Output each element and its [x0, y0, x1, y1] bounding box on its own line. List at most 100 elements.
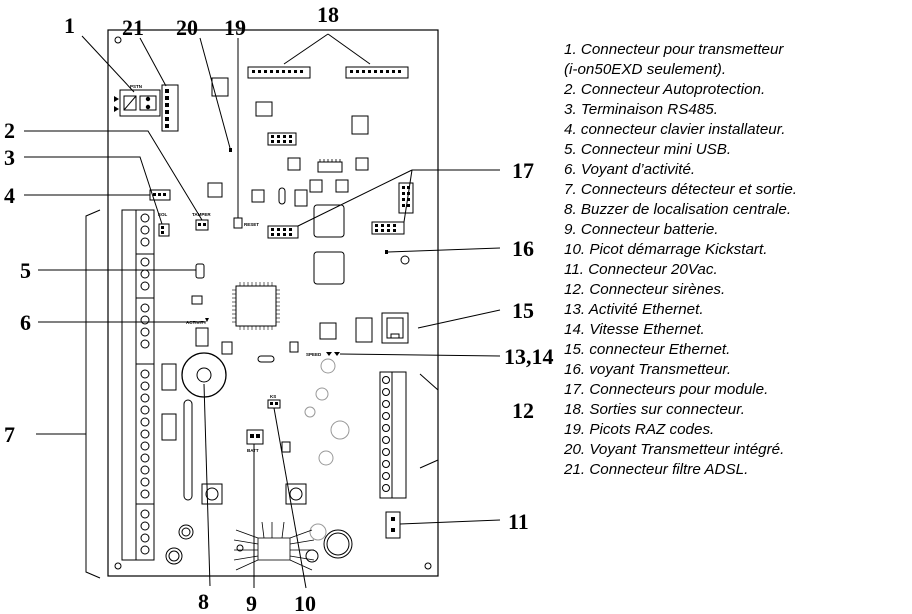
mounting-hole	[424, 562, 432, 570]
legend-item: 12. Connecteur sirènes.	[564, 281, 726, 298]
legend-item: 19. Picots RAZ codes.	[564, 421, 715, 438]
battery-label: BATT	[247, 448, 259, 453]
legend-item: 20. Voyant Transmetteur intégré.	[564, 441, 785, 458]
callout-13-14: 13,14	[504, 344, 554, 369]
legend-item: 11. Connecteur 20Vac.	[564, 261, 718, 278]
callout-16: 16	[512, 236, 534, 261]
led-transmitter-integrated	[229, 148, 232, 152]
detector-terminal-block	[121, 209, 155, 561]
legend-item: 18. Sorties sur connecteur.	[564, 401, 745, 418]
chip	[355, 317, 373, 343]
chip	[289, 341, 299, 353]
legend-item: 5. Connecteur mini USB.	[564, 141, 732, 158]
reset-label: RESET	[244, 222, 259, 227]
crystal	[257, 355, 275, 363]
callout-10: 10	[294, 591, 316, 614]
callout-20: 20	[176, 15, 198, 40]
pstn-label: PSTN	[130, 84, 142, 89]
legend-list: 1. Connecteur pour transmetteur (i-on50E…	[564, 40, 909, 480]
callout-8: 8	[198, 589, 209, 614]
legend-item: 6. Voyant d’activité.	[564, 161, 696, 178]
speed-label: SPEED	[306, 352, 322, 357]
callout-11: 11	[508, 509, 529, 534]
callout-15: 15	[512, 298, 534, 323]
memory-chip	[313, 251, 345, 285]
chip	[195, 327, 209, 347]
rs485-termination: EOL	[158, 212, 170, 237]
legend-item: 21. Connecteur filtre ADSL.	[564, 461, 749, 478]
kickstart-label: KS	[270, 394, 276, 399]
chip	[281, 441, 291, 453]
main-processor	[232, 282, 280, 330]
legend-item: 3. Terminaison RS485.	[564, 101, 718, 118]
push-button	[285, 483, 307, 505]
chip	[191, 295, 203, 305]
led-transmitter	[385, 250, 388, 254]
legend-item: 13. Activité Ethernet.	[564, 301, 704, 318]
legend-item: 15. connecteur Ethernet.	[564, 341, 731, 358]
chip	[351, 115, 369, 135]
mounting-hole	[400, 255, 410, 265]
callout-18: 18	[317, 2, 339, 27]
module-header-right	[398, 182, 414, 214]
ethernet-chip	[319, 322, 337, 340]
legend-item: 17. Connecteurs pour module.	[564, 381, 769, 398]
leader-lines	[24, 33, 501, 589]
callout-3: 3	[4, 145, 15, 170]
legend-item: 9. Connecteur batterie.	[564, 221, 719, 238]
chip	[355, 157, 369, 171]
chip	[309, 179, 323, 193]
led-ethernet-speed	[334, 352, 340, 356]
ethernet-jack	[381, 312, 409, 344]
board-diagram: PSTN	[4, 2, 554, 614]
module-header-mid	[371, 221, 405, 235]
module-header-top	[267, 132, 297, 146]
mini-usb-connector	[195, 263, 205, 279]
battery-connector: BATT	[246, 429, 264, 453]
ac-connector	[385, 511, 401, 539]
callout-21: 21	[122, 15, 144, 40]
legend-item: 4. connecteur clavier installateur.	[564, 121, 786, 138]
mounting-hole	[114, 562, 122, 570]
pstn-connector: PSTN	[114, 84, 161, 117]
callout-4: 4	[4, 183, 15, 208]
eol-label: EOL	[158, 212, 168, 217]
legend-item: 14. Vitesse Ethernet.	[564, 321, 705, 338]
callout-17: 17	[512, 158, 534, 183]
chip	[161, 363, 177, 391]
module-header-left	[267, 225, 299, 239]
chip	[207, 182, 223, 198]
callout-12: 12	[512, 398, 534, 423]
legend-item: 2. Connecteur Autoprotection.	[564, 81, 766, 98]
chip	[335, 179, 349, 193]
callout-19: 19	[224, 15, 246, 40]
output-connector-left	[247, 66, 311, 79]
legend-item: 10. Picot démarrage Kickstart.	[564, 241, 768, 258]
crystal	[278, 187, 286, 205]
processor-small	[317, 159, 343, 173]
chip	[287, 157, 301, 171]
output-connector-right	[345, 66, 409, 79]
siren-terminal-block	[379, 371, 407, 499]
mounting-hole	[114, 36, 122, 44]
chip	[251, 189, 265, 203]
callout-6: 6	[20, 310, 31, 335]
callout-2: 2	[4, 118, 15, 143]
adsl-filter-connector	[161, 84, 179, 132]
callout-1: 1	[64, 13, 75, 38]
legend-item: (i-on50EXD seulement).	[564, 61, 727, 78]
chip	[255, 101, 273, 117]
legend-item: 7. Connecteurs détecteur et sortie.	[564, 181, 798, 198]
callout-7: 7	[4, 422, 15, 447]
chip	[221, 341, 233, 355]
memory-chip	[313, 204, 345, 238]
tamper-label: TAMPER	[192, 212, 211, 217]
callout-9: 9	[246, 591, 257, 614]
legend-item: 8. Buzzer de localisation centrale.	[564, 201, 792, 218]
chip	[211, 77, 229, 97]
legend-item: 16. voyant Transmetteur.	[564, 361, 732, 378]
callout-5: 5	[20, 258, 31, 283]
chip	[161, 413, 177, 441]
led-ethernet-activity	[326, 352, 332, 356]
led-activity	[205, 318, 209, 322]
